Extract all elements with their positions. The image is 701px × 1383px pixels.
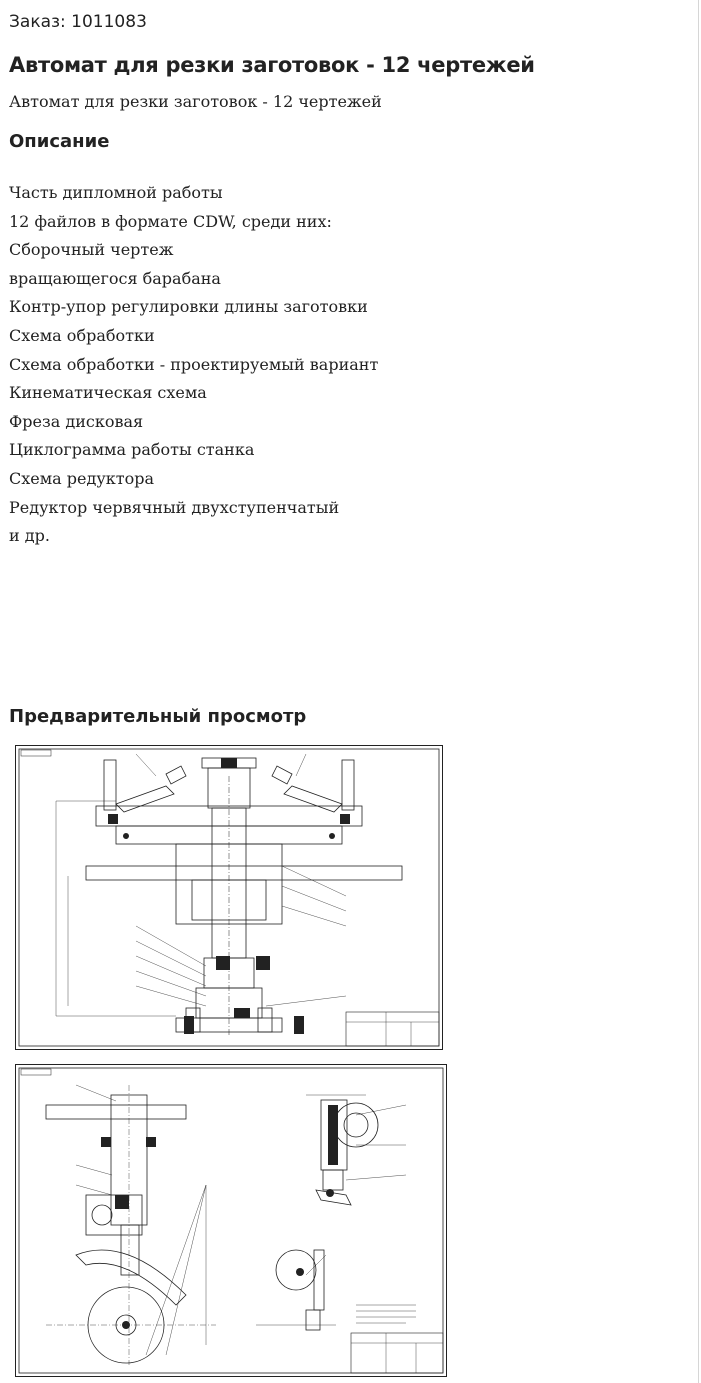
description-line: 12 файлов в формате CDW, среди них:: [9, 211, 332, 231]
description-line: Кинематическая схема: [9, 383, 207, 403]
description-line: Схема обработки: [9, 325, 155, 345]
description-line: Сборочный чертеж: [9, 240, 174, 260]
description-list: Часть дипломной работы 12 файлов в форма…: [9, 179, 698, 551]
description-line: Схема обработки - проектируемый вариант: [9, 354, 379, 374]
preview-image-stop-adjustment[interactable]: [15, 1064, 447, 1377]
description-line: Фреза дисковая: [9, 411, 144, 431]
page-title: Автомат для резки заготовок - 12 чертеже…: [9, 53, 535, 77]
order-number: Заказ: 1011083: [9, 12, 147, 32]
subtitle: Автомат для резки заготовок - 12 чертеже…: [9, 92, 382, 111]
description-line: Редуктор червячный двухступенчатый: [9, 497, 340, 517]
preview-heading: Предварительный просмотр: [9, 706, 307, 727]
preview-image-assembly[interactable]: [15, 745, 443, 1050]
description-line: и др.: [9, 526, 50, 546]
description-line: Схема редуктора: [9, 468, 155, 488]
stop-adjustment-drawing-graphic: [18, 1067, 444, 1374]
assembly-drawing-graphic: [18, 748, 440, 1047]
description-line: Часть дипломной работы: [9, 183, 223, 202]
description-line: вращающегося барабана: [9, 268, 221, 288]
description-line: Контр-упор регулировки длины заготовки: [9, 297, 368, 317]
description-line: Циклограмма работы станка: [9, 440, 255, 460]
description-heading: Описание: [9, 131, 110, 152]
